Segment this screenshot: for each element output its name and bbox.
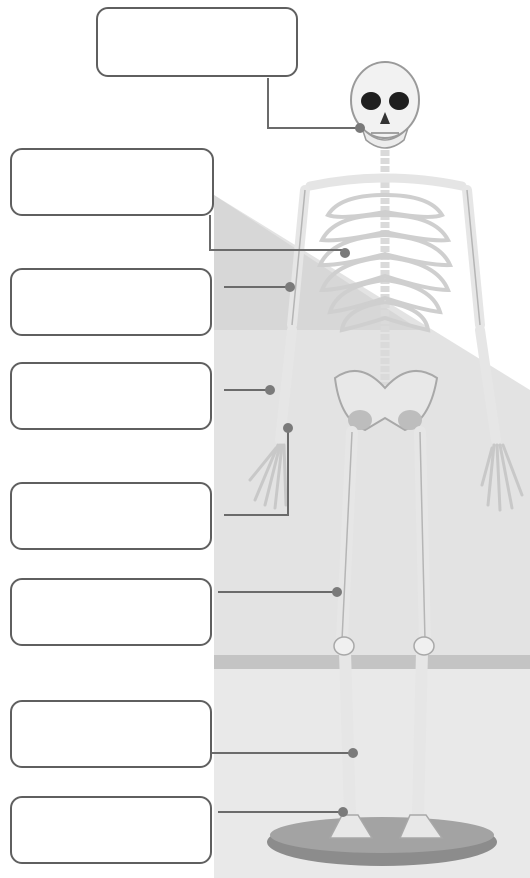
label-box-humerus[interactable] bbox=[10, 268, 212, 336]
leader-line-skull bbox=[268, 78, 360, 128]
pointer-dot-forearm bbox=[265, 385, 275, 395]
label-box-foot[interactable] bbox=[10, 796, 212, 864]
label-box-hand[interactable] bbox=[10, 482, 212, 550]
pointer-dot-foot bbox=[338, 807, 348, 817]
label-box-femur[interactable] bbox=[10, 578, 212, 646]
pointer-dot-tibia bbox=[348, 748, 358, 758]
label-box-skull[interactable] bbox=[96, 7, 298, 77]
left-kneecap bbox=[334, 637, 354, 655]
label-box-tibia[interactable] bbox=[10, 700, 212, 768]
label-box-forearm[interactable] bbox=[10, 362, 212, 430]
floor-stripe bbox=[214, 655, 530, 669]
stand-base-top bbox=[270, 817, 494, 853]
pointer-dot-humerus bbox=[285, 282, 295, 292]
pointer-dot-hand bbox=[283, 423, 293, 433]
pointer-dot-ribs bbox=[340, 248, 350, 258]
right-kneecap bbox=[414, 637, 434, 655]
pointer-dot-skull bbox=[355, 123, 365, 133]
left-eye-socket bbox=[361, 92, 381, 110]
label-box-rib-cage[interactable] bbox=[10, 148, 214, 216]
pointer-dot-femur bbox=[332, 587, 342, 597]
right-eye-socket bbox=[389, 92, 409, 110]
